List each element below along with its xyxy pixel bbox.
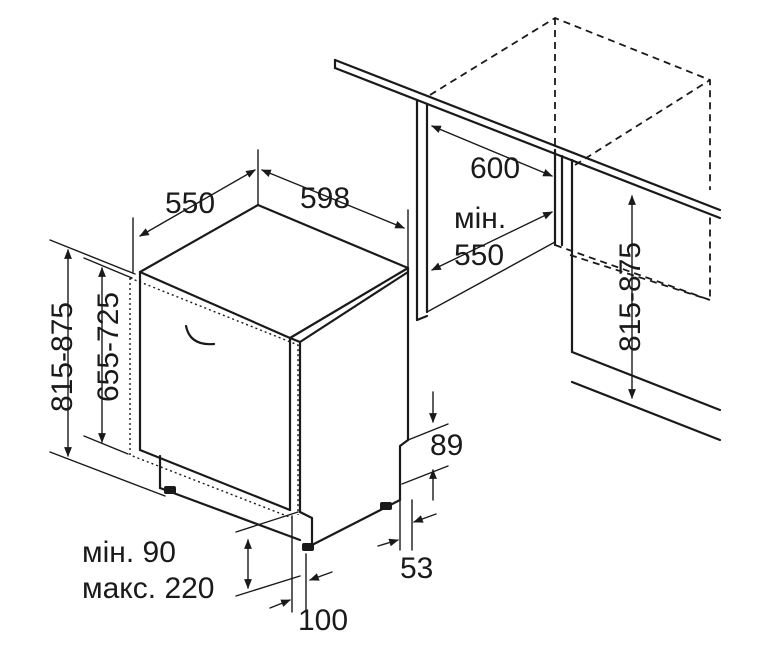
label-door-height: 655-725 [92,292,125,402]
label-niche-height: 815-875 [614,242,647,352]
foot-rear-right [380,502,392,510]
label-niche-min-550: 550 [454,239,504,272]
label-foot-offset-100: 100 [298,604,348,637]
label-door-gap-max: макс. 220 [82,572,215,605]
dishwasher-body [129,203,410,551]
label-total-height: 815-875 [46,302,79,412]
kitchen-niche [333,16,722,442]
label-door-gap-min: мін. 90 [82,536,176,569]
door-handle [184,324,216,346]
label-depth-550: 550 [165,187,215,220]
label-width-598: 598 [300,182,350,215]
label-plinth-53: 53 [400,552,433,585]
foot-front-right [302,543,314,551]
dimension-lines [49,125,636,613]
label-niche-min-word: мін. [454,202,506,235]
foot-front-left [164,486,176,494]
label-plinth-89: 89 [430,429,463,462]
label-niche-depth-600: 600 [470,152,520,185]
